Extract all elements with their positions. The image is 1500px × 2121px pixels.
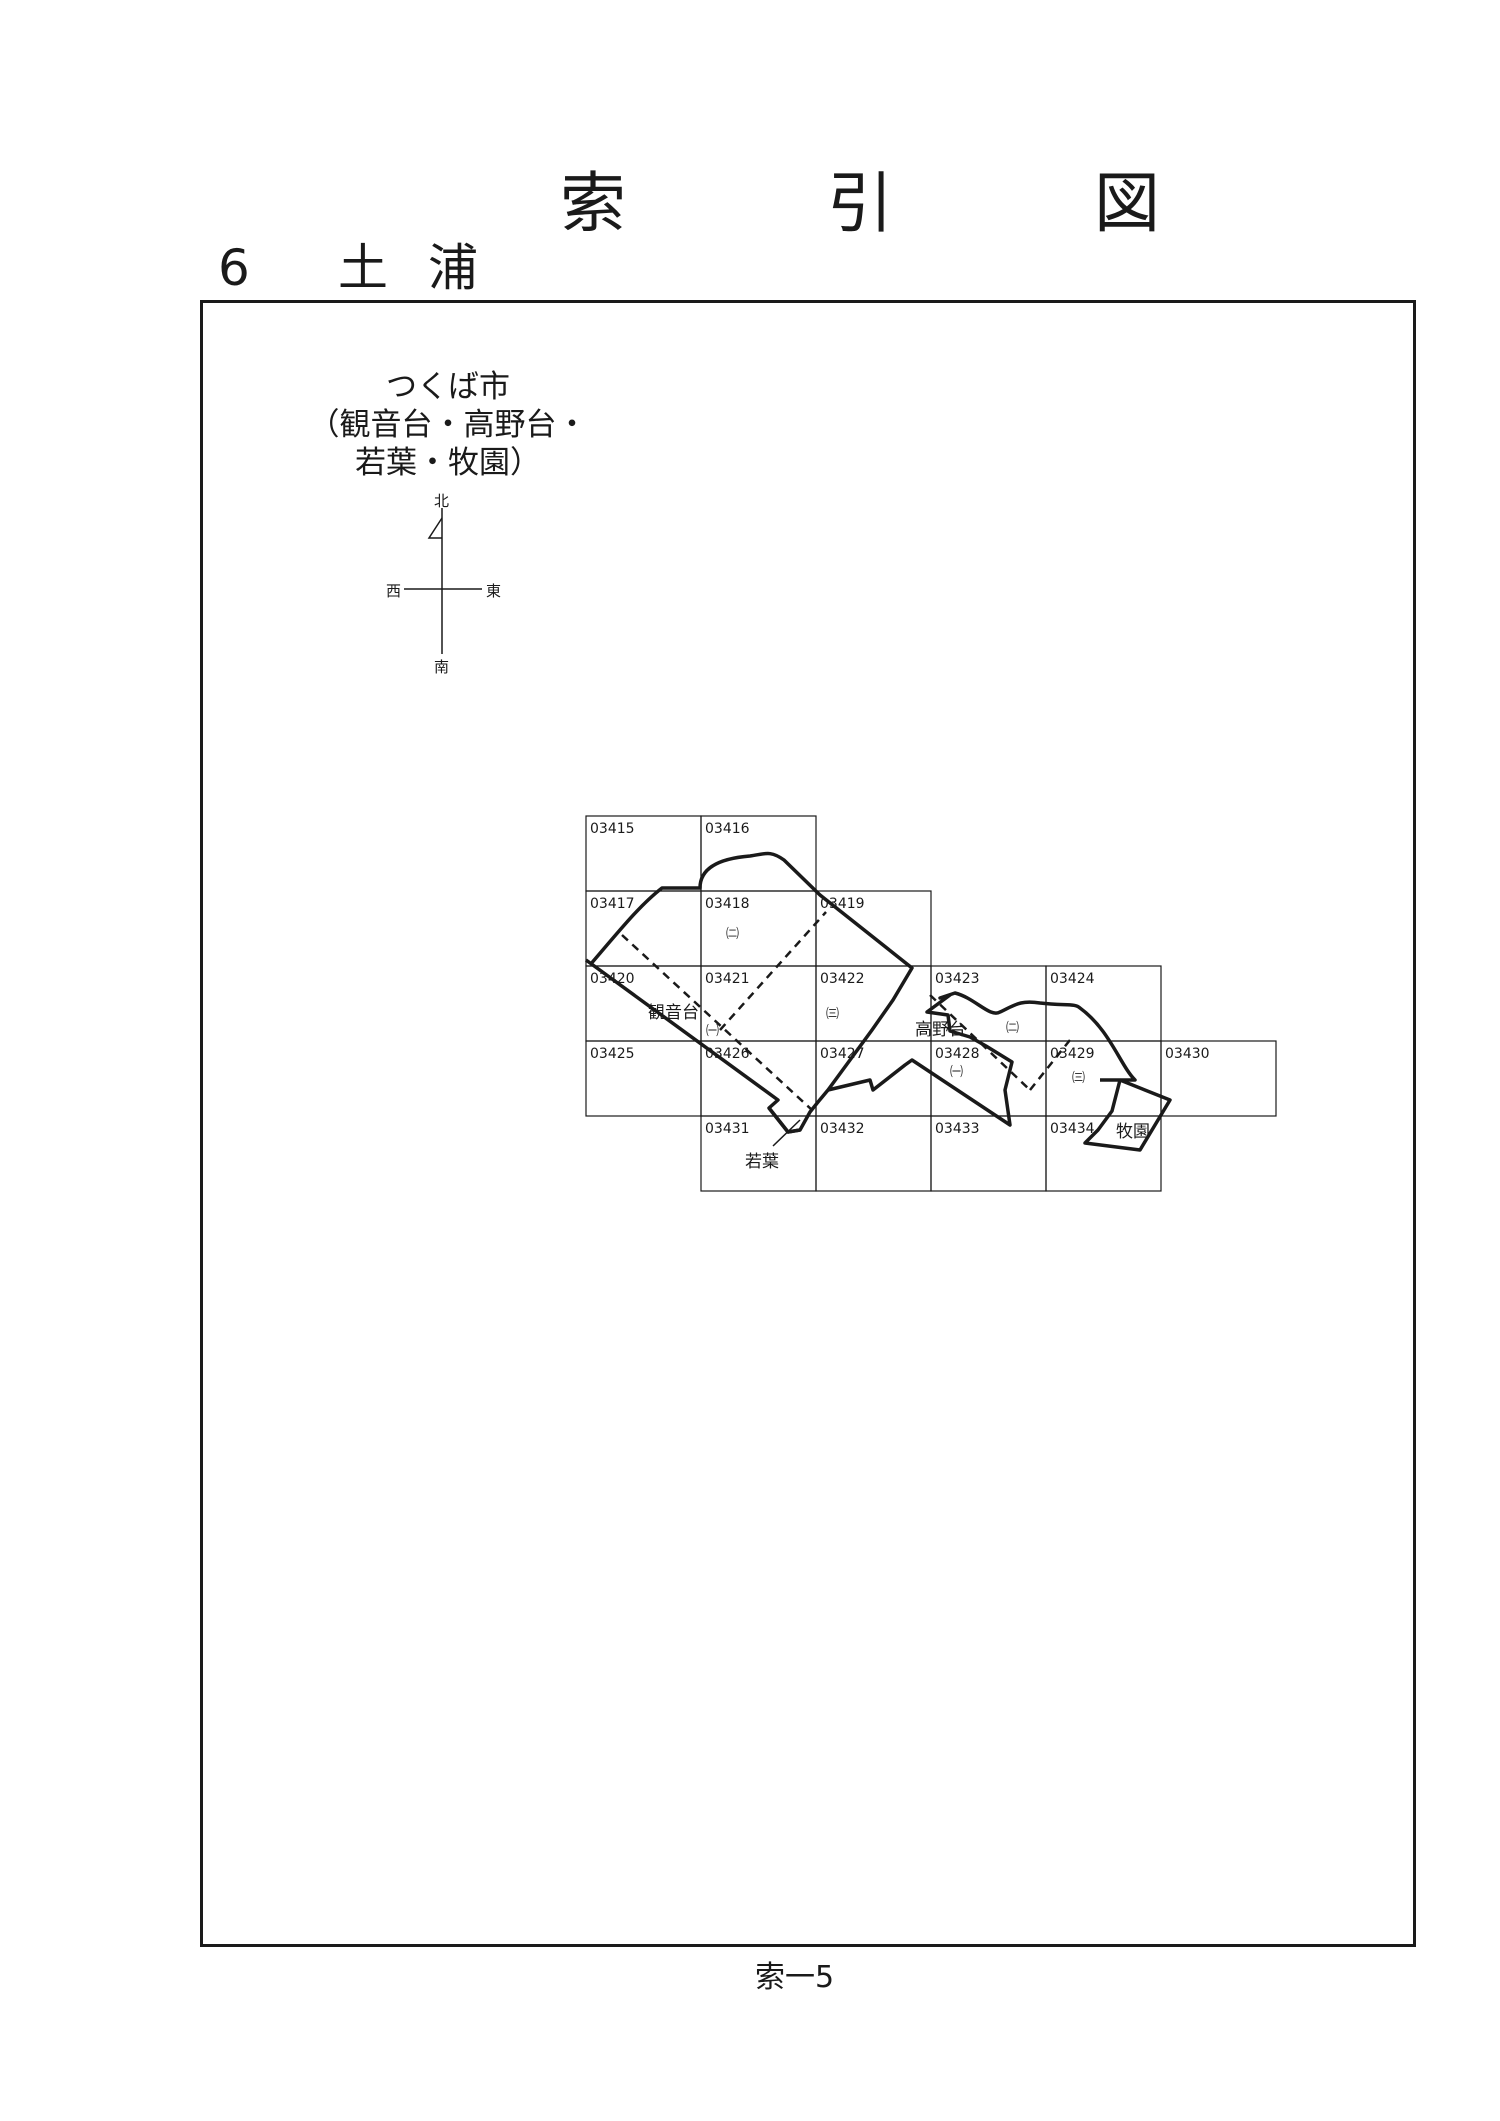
area-label-towns-1: （観音台・高野台・	[308, 407, 588, 443]
compass-west: 西	[386, 582, 402, 600]
map-frame	[200, 300, 1416, 1947]
area-label-towns-2: 若葉・牧園）	[355, 445, 541, 481]
section-number: 6	[218, 239, 250, 297]
area-label-city: つくば市	[386, 369, 510, 405]
section-heading: 6 土浦	[218, 228, 518, 300]
compass-east: 東	[486, 582, 502, 600]
compass-south: 南	[434, 658, 450, 676]
area-label: つくば市 （観音台・高野台・ 若葉・牧園）	[278, 368, 618, 482]
section-name: 土浦	[338, 239, 518, 297]
compass-arrow-icon	[404, 508, 482, 654]
compass-north: 北	[434, 492, 450, 510]
compass-rose: 北 南 西 東	[380, 490, 510, 680]
page-footer: 索一5	[755, 1960, 835, 1995]
page-title: 索 引 図	[560, 165, 1250, 242]
